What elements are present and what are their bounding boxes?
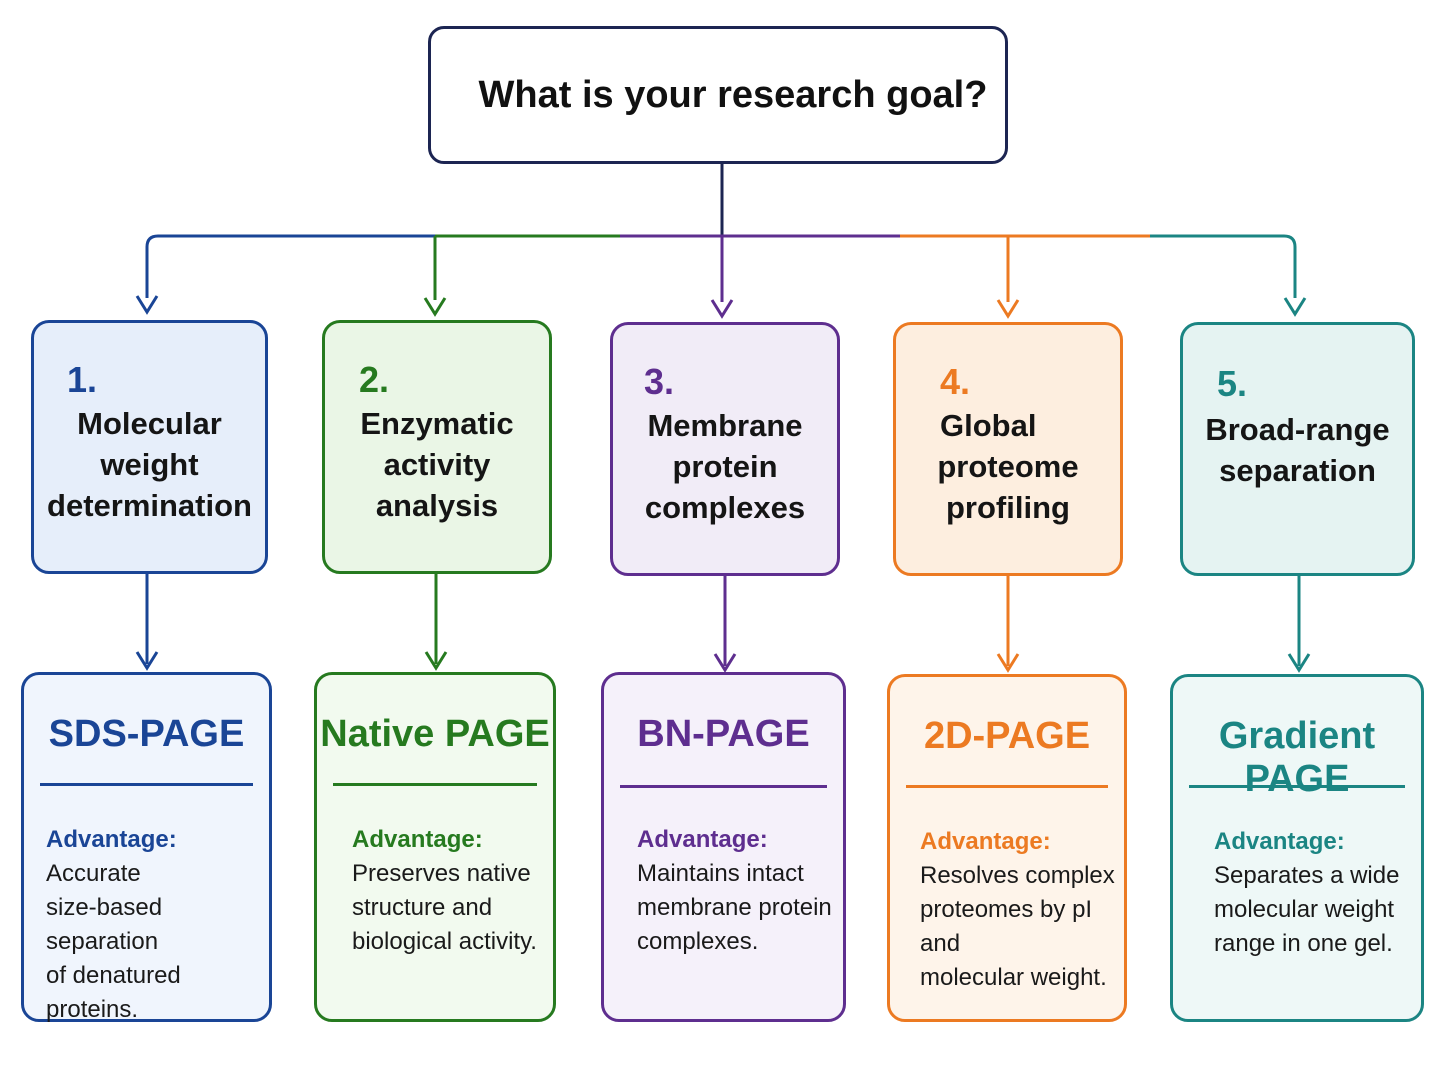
goal-line: separation	[1219, 453, 1376, 488]
method-divider	[1189, 785, 1405, 788]
goal-line: complexes	[644, 490, 806, 525]
method-box-5: Gradient PAGE Advantage: Separates a wid…	[1170, 674, 1424, 1022]
goal-label: Global proteome profiling	[896, 405, 1120, 528]
goal-number: 3.	[644, 361, 675, 402]
goal-line: activity	[383, 447, 491, 482]
method-box-1: SDS-PAGE Advantage: Accurate size-based …	[21, 672, 272, 1023]
goal-line: Global	[940, 408, 1037, 443]
goal-label: Molecular weight determination	[34, 403, 265, 526]
arrowhead-method-5	[1287, 653, 1311, 673]
goal-box-5: 5. Broad-range separation	[1180, 322, 1415, 576]
goal-line: profiling	[946, 490, 1070, 525]
goal-box-2: 2. Enzymatic activity analysis	[322, 320, 552, 574]
arrowhead-goal-5	[1283, 297, 1307, 317]
goal-line: Broad-range	[1205, 412, 1390, 447]
goal-line: protein	[672, 449, 778, 484]
advantage-line: of denatured proteins.	[46, 962, 181, 1023]
advantage-line: Accurate	[46, 860, 141, 887]
goal-line: proteome	[937, 449, 1079, 484]
advantage-line: proteomes by pI and	[920, 896, 1093, 957]
method-title: BN-PAGE	[637, 713, 810, 755]
arrowhead-goal-2	[423, 297, 447, 317]
advantage-text: Advantage: Preserves native structure an…	[352, 823, 537, 959]
goal-box-4: 4. Global proteome profiling	[893, 322, 1123, 576]
goal-line: Membrane	[647, 408, 803, 443]
method-box-2: Native PAGE Advantage: Preserves native …	[314, 672, 556, 1022]
goal-label: Membrane protein complexes	[613, 405, 837, 528]
advantage-line: Resolves complex	[920, 862, 1115, 889]
advantage-line: complexes.	[637, 928, 759, 955]
arrowhead-goal-3	[710, 299, 734, 319]
goal-label: Broad-range separation	[1183, 409, 1412, 491]
advantage-line: size-based separation	[46, 894, 163, 955]
advantage-text: Advantage: Separates a wide molecular we…	[1214, 825, 1399, 961]
advantage-label: Advantage:	[1214, 828, 1345, 855]
method-box-4: 2D-PAGE Advantage: Resolves complex prot…	[887, 674, 1127, 1022]
method-divider	[620, 785, 827, 788]
bus-teal	[1150, 234, 1297, 298]
arrowhead-method-2	[424, 651, 448, 671]
advantage-label: Advantage:	[920, 828, 1051, 855]
advantage-line: Separates a wide	[1214, 862, 1400, 889]
bus-blue	[145, 234, 435, 298]
advantage-line: Maintains intact	[637, 860, 804, 887]
advantage-line: molecular weight.	[920, 964, 1107, 991]
method-title: Native PAGE	[320, 713, 550, 755]
root-question-box: What is your research goal?	[428, 26, 1008, 164]
goal-line: Molecular	[77, 406, 222, 441]
method-title: SDS-PAGE	[48, 713, 245, 755]
goal-number: 1.	[67, 359, 98, 400]
advantage-label: Advantage:	[352, 826, 483, 853]
method-title: Gradient PAGE	[1218, 715, 1376, 800]
advantage-label: Advantage:	[46, 826, 177, 853]
arrowhead-goal-4	[996, 299, 1020, 319]
goal-line: determination	[47, 488, 252, 523]
advantage-text: Advantage: Maintains intact membrane pro…	[637, 823, 832, 959]
advantage-line: molecular weight	[1214, 896, 1395, 923]
method-divider	[40, 783, 253, 786]
method-divider	[333, 783, 537, 786]
goal-number: 4.	[940, 361, 971, 402]
root-question-text: What is your research goal?	[478, 73, 988, 116]
goal-number: 2.	[359, 359, 390, 400]
goal-box-3: 3. Membrane protein complexes	[610, 322, 840, 576]
advantage-line: Preserves native	[352, 860, 531, 887]
advantage-line: biological activity.	[352, 928, 537, 955]
method-title: 2D-PAGE	[923, 715, 1091, 757]
advantage-line: structure and	[352, 894, 493, 921]
advantage-label: Advantage:	[637, 826, 768, 853]
goal-box-1: 1. Molecular weight determination	[31, 320, 268, 574]
goal-line: analysis	[375, 488, 499, 523]
arrowhead-goal-1	[135, 295, 159, 315]
advantage-text: Advantage: Accurate size-based separatio…	[46, 823, 269, 1027]
arrowhead-method-3	[713, 653, 737, 673]
method-divider	[906, 785, 1108, 788]
goal-number: 5.	[1217, 363, 1248, 404]
arrowhead-method-4	[996, 653, 1020, 673]
method-box-3: BN-PAGE Advantage: Maintains intact memb…	[601, 672, 846, 1022]
advantage-text: Advantage: Resolves complex proteomes by…	[920, 825, 1124, 995]
goal-line: weight	[100, 447, 199, 482]
goal-label: Enzymatic activity analysis	[325, 403, 549, 526]
arrowhead-method-1	[135, 651, 159, 671]
advantage-line: range in one gel.	[1214, 930, 1393, 957]
goal-line: Enzymatic	[360, 406, 514, 441]
advantage-line: membrane protein	[637, 894, 832, 921]
